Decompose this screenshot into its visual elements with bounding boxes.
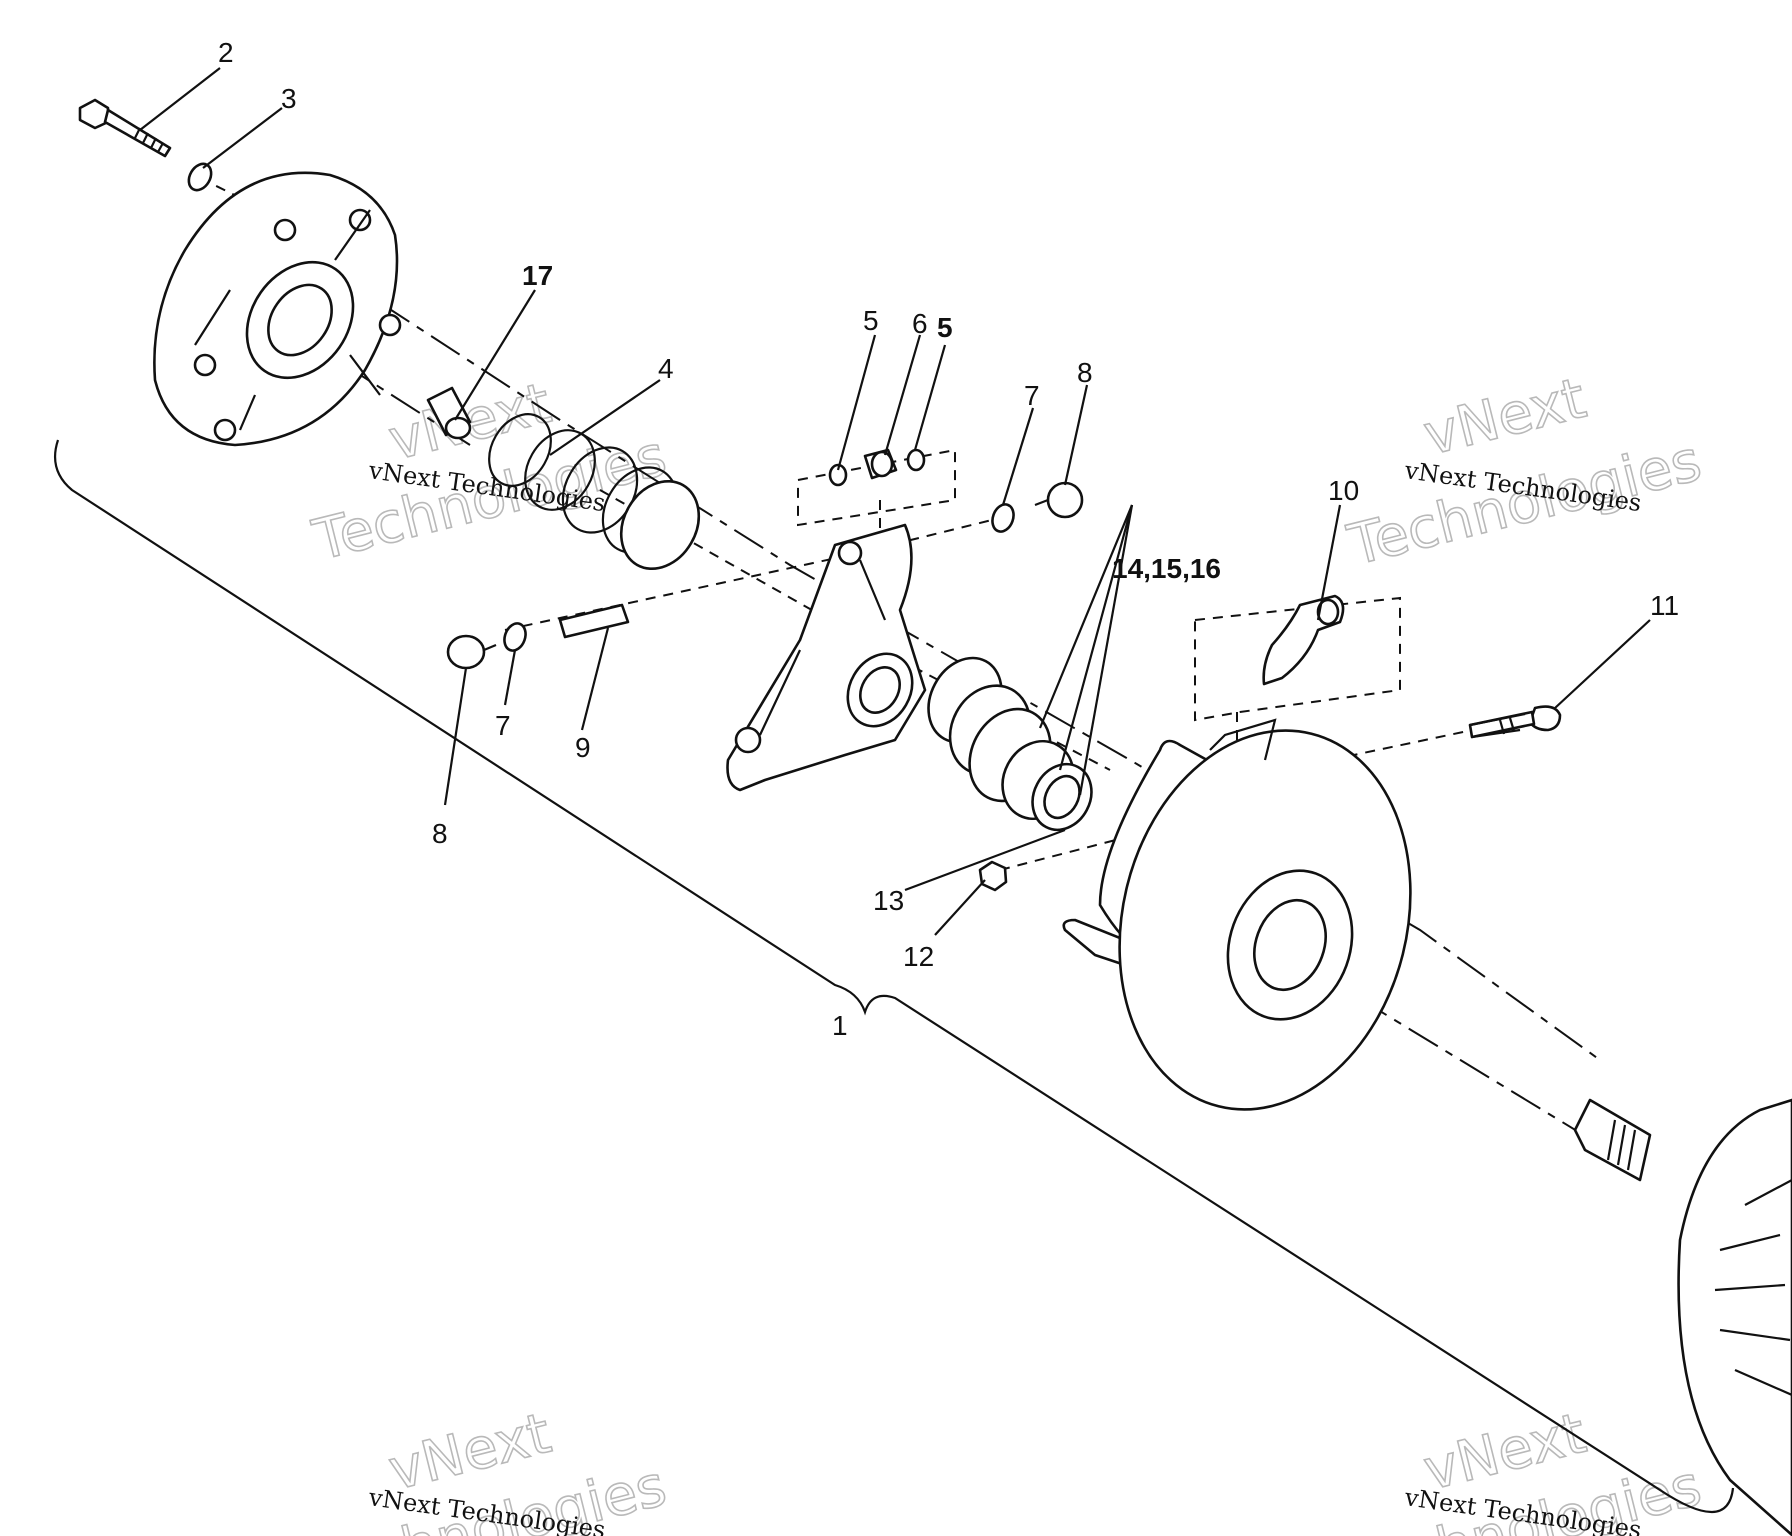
callout-3: 3 — [281, 83, 297, 114]
cover-plate — [153, 171, 402, 447]
callout-6: 6 — [912, 308, 928, 339]
leader-8a — [1063, 384, 1089, 486]
leader-7b — [503, 649, 517, 706]
leader-3 — [202, 107, 283, 169]
leader-13 — [904, 828, 1066, 892]
movable-sheave — [1062, 718, 1412, 1111]
leader-9 — [580, 627, 610, 731]
leader-5a — [836, 334, 877, 471]
callout-1: 1 — [832, 1010, 848, 1041]
button-8-right — [1034, 481, 1084, 519]
spider-arm — [726, 523, 927, 792]
watermark-big-line2: Technologies — [1342, 428, 1708, 578]
callout-8-right: 8 — [1077, 357, 1093, 388]
leader-7a — [1001, 407, 1035, 506]
callout-10: 10 — [1328, 475, 1359, 506]
callout-14-15-16: 14,15,16 — [1112, 553, 1221, 584]
callout-5-left: 5 — [863, 305, 879, 336]
watermark-top-left: vNext Technologies vNext Technologies — [306, 370, 673, 574]
bolt-11 — [1468, 705, 1562, 739]
callout-9: 9 — [575, 732, 591, 763]
dashed-line-nut-12 — [999, 834, 1136, 871]
callout-8-left: 8 — [432, 818, 448, 849]
watermark-top-right: vNext Technologies vNext Technologies — [1341, 365, 1708, 579]
leader-14-16a — [1038, 504, 1134, 729]
callout-13: 13 — [873, 885, 904, 916]
dashed-line-box-10 — [1194, 596, 1401, 722]
callout-11: 11 — [1650, 590, 1679, 621]
callout-2: 2 — [218, 37, 234, 68]
spring-4 — [488, 413, 701, 571]
leader-6 — [883, 334, 922, 456]
callout-12: 12 — [903, 941, 934, 972]
callout-5-right: 5 — [937, 312, 953, 343]
button-8-left — [446, 634, 497, 670]
leader-17 — [454, 289, 536, 421]
callouts: 2 3 17 4 5 6 5 7 8 7 8 9 14,15,16 10 11 … — [218, 37, 1679, 1041]
callout-7-left: 7 — [495, 710, 511, 741]
bushing-17 — [426, 386, 472, 440]
leader-8b — [443, 667, 468, 806]
bolt-2 — [78, 98, 172, 158]
leader-4 — [549, 379, 661, 456]
leader-14-16b — [1058, 504, 1134, 771]
washer-7-left — [503, 622, 527, 652]
washer-7-right — [991, 503, 1015, 533]
leader-12 — [934, 879, 986, 936]
watermark-bottom-right: vNext Technologies vNext Technologies — [1341, 1400, 1708, 1536]
callout-17: 17 — [522, 260, 553, 291]
fixed-sheave-shaft — [1573, 1098, 1792, 1536]
leader-14-16c — [1078, 504, 1134, 796]
weight-10 — [1262, 594, 1345, 686]
roller-assembly-5-6 — [828, 448, 926, 487]
leader-5b — [913, 344, 947, 451]
assembly-bracket — [54, 439, 1735, 1514]
nut-12 — [978, 860, 1008, 892]
leader-lines — [139, 67, 1651, 936]
watermark-bottom-left: vNext Technologies vNext Technologies — [306, 1400, 673, 1536]
dashed-line-pin — [504, 517, 1001, 631]
pin-9 — [558, 603, 630, 639]
spring-set-14-15-16 — [927, 656, 1093, 832]
watermark-big-line1: vNext — [1418, 366, 1592, 469]
washer-3 — [187, 162, 213, 192]
callout-4: 4 — [658, 353, 674, 384]
leader-10 — [1316, 504, 1342, 621]
leader-2 — [139, 67, 221, 131]
dashed-line-bolt-11 — [1329, 719, 1521, 761]
leader-11 — [1554, 619, 1651, 709]
callout-7-right: 7 — [1024, 380, 1040, 411]
center-axis-bolt — [289, 329, 471, 446]
dashed-line-box-5-6 — [797, 448, 956, 527]
